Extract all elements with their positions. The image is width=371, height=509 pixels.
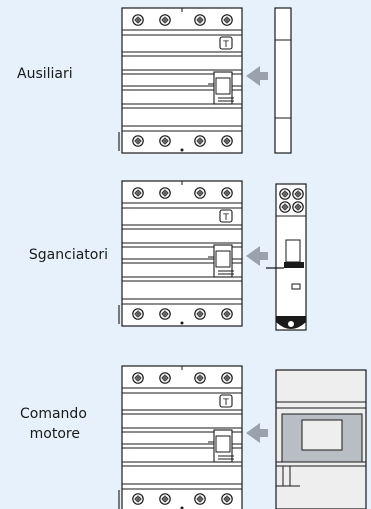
insert-arrow-icon — [246, 246, 268, 266]
insert-arrow-icon — [246, 423, 268, 443]
label-comando-line1: Comando — [20, 406, 87, 422]
label-sganciatori: Sganciatori — [28, 247, 108, 263]
motor-operator-module — [275, 369, 367, 509]
label-comando-motore: Comando motore — [20, 404, 87, 444]
breaker-row-sganciatori — [119, 181, 242, 326]
label-comando-line2: motore — [29, 426, 80, 442]
breaker-row-comando-motore — [119, 366, 242, 509]
label-ausiliari: Ausiliari — [17, 66, 73, 82]
auxiliary-module — [274, 7, 292, 154]
insert-arrow-icon — [246, 66, 268, 86]
breaker-row-ausiliari — [119, 8, 242, 153]
shunt-trip-module — [266, 183, 307, 331]
